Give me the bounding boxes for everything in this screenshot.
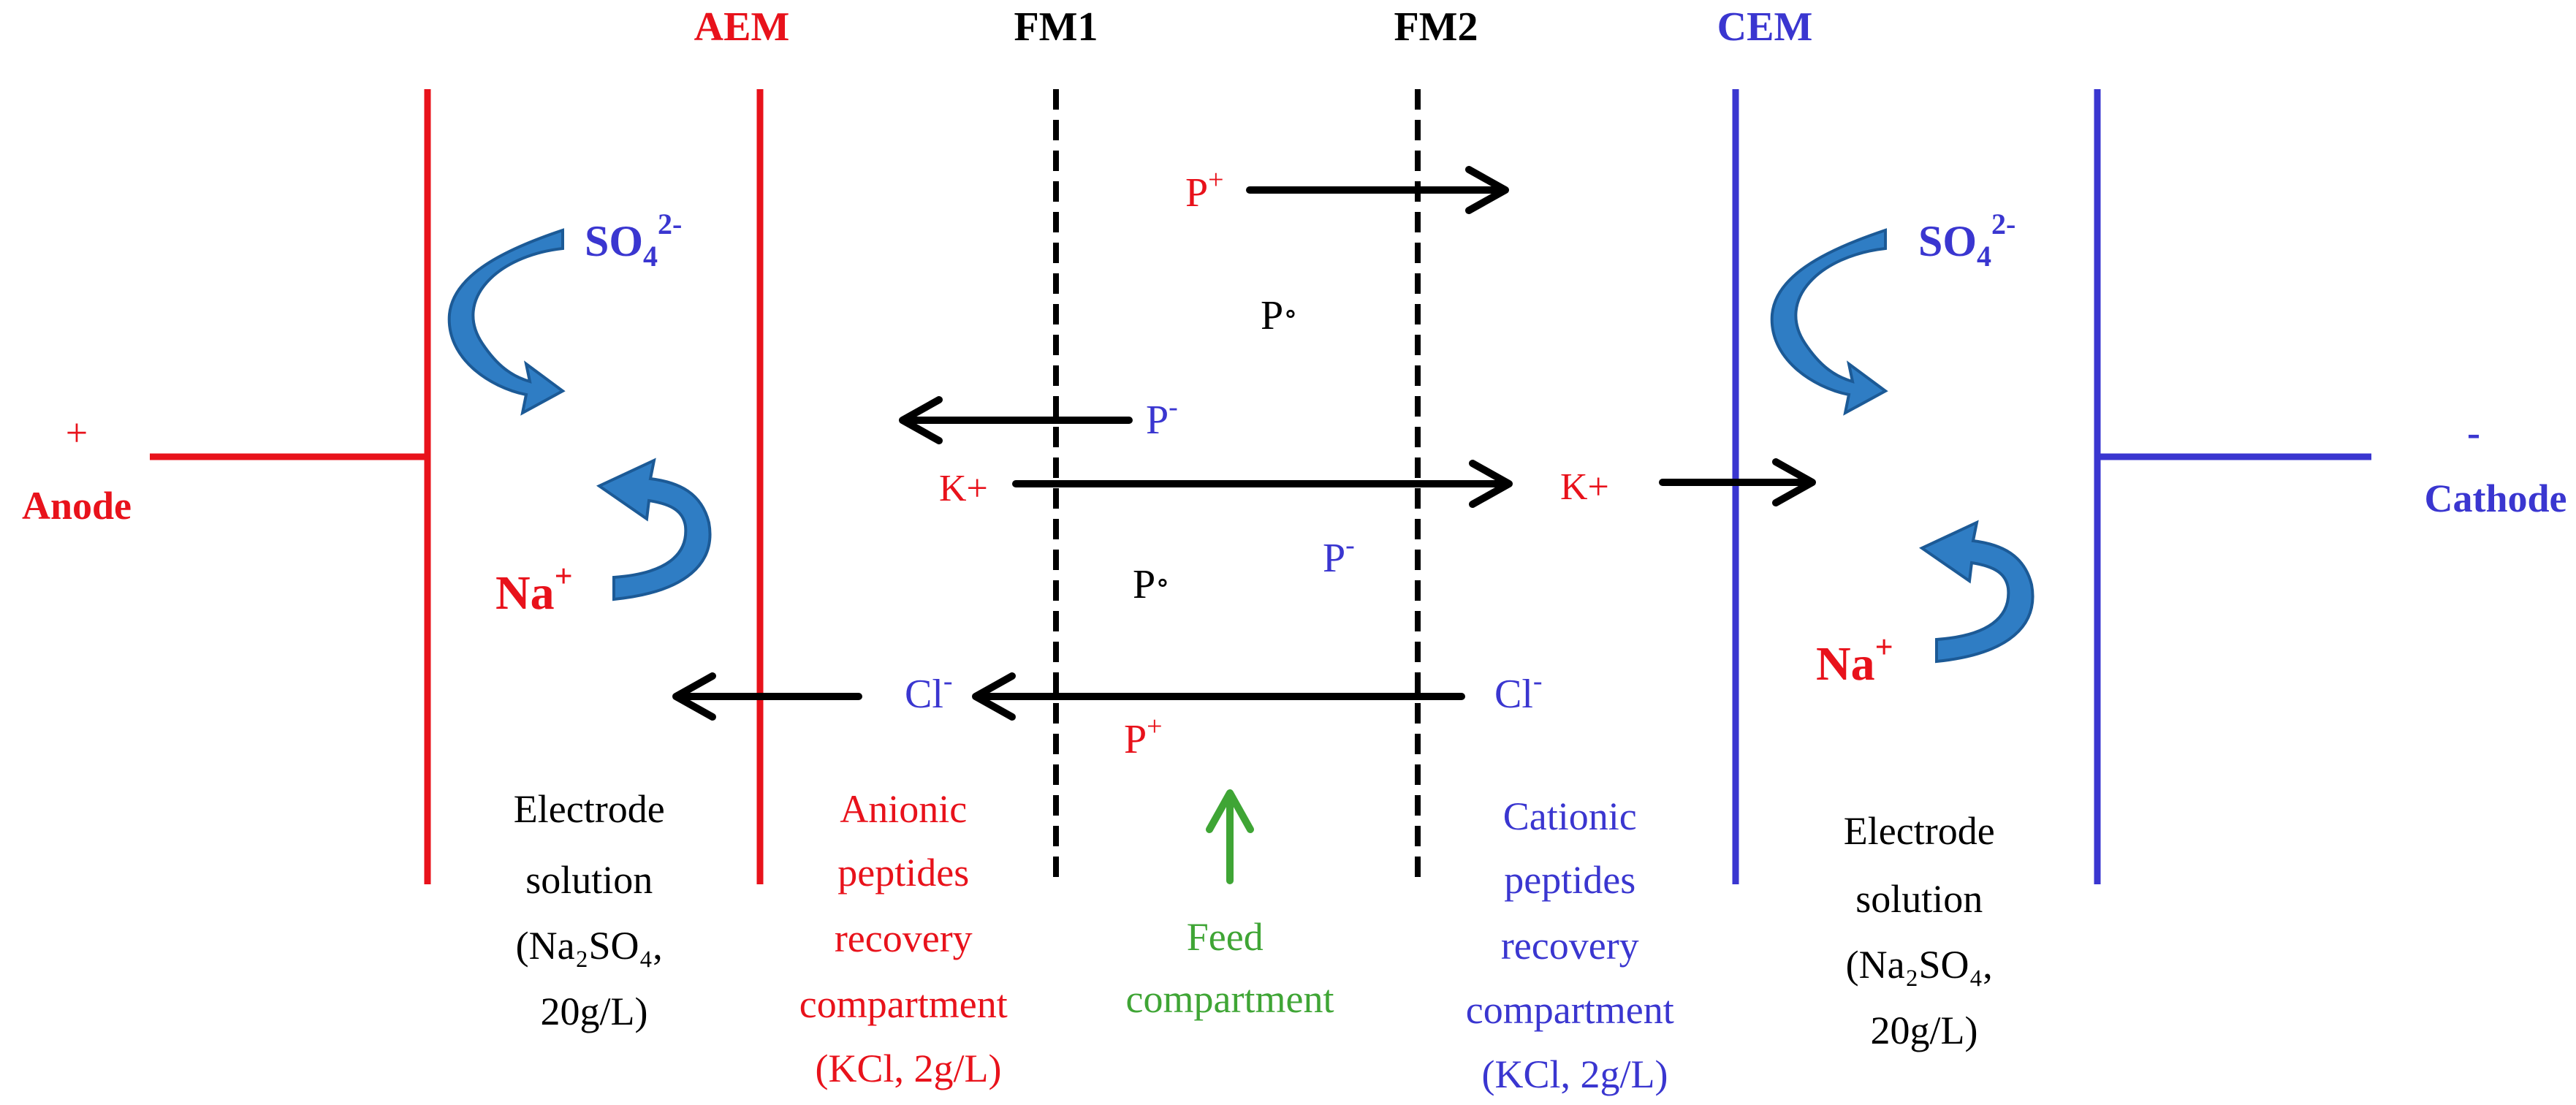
membrane-labels: AEM FM1 FM2 CEM (694, 4, 1813, 50)
p-neutral-mid: P∘ (1133, 562, 1170, 607)
anode-label: Anode (22, 484, 132, 528)
so4-right: SO42- (1918, 208, 2015, 273)
curved-arrow-icon (1918, 520, 2034, 664)
k-plus-right: K+ (1560, 466, 1609, 508)
feed-arrow (1206, 789, 1254, 884)
arrowhead-icon (1469, 460, 1513, 508)
na-right: Na+ (1816, 629, 1893, 691)
na-left: Na+ (495, 558, 573, 620)
anode-sign: + (66, 411, 88, 455)
arrowhead-icon (972, 672, 1016, 721)
p-plus-top: P+ (1185, 164, 1224, 216)
arrowhead-icon (672, 672, 716, 721)
membrane-lines (150, 89, 2371, 884)
electrode-right-caption: Electrode solution (Na₂SO₄, 20g/L) (1844, 809, 2005, 1052)
transport-arrows (672, 166, 1816, 721)
compartment-captions: Electrode solution (Na₂SO₄, 20g/L) Anion… (514, 787, 2005, 1096)
curved-arrows (447, 228, 2034, 664)
curved-arrow-icon (1770, 228, 1888, 416)
electrode-left-caption: Electrode solution (Na₂SO₄, 20g/L) (514, 787, 675, 1033)
arrowhead-icon (1772, 458, 1816, 506)
aem-label: AEM (694, 4, 790, 50)
cl-right: Cl- (1494, 666, 1543, 717)
arrowhead-icon (899, 396, 943, 444)
cem-label: CEM (1717, 4, 1813, 50)
k-plus-left: K+ (939, 468, 988, 509)
curved-arrow-icon (447, 228, 566, 416)
fm2-label: FM2 (1394, 4, 1478, 50)
p-neutral-top: P∘ (1261, 293, 1298, 338)
central-ions: P+ P∘ P- K+ K+ P∘ P- Cl- Cl- P+ (905, 164, 1609, 762)
p-minus-top: P- (1146, 392, 1178, 443)
electrode-labels: + Anode - Cathode (22, 411, 2567, 528)
curved-arrow-icon (596, 457, 712, 601)
p-minus-mid: P- (1323, 530, 1355, 581)
cationic-caption: Cationic peptides recovery compartment (… (1466, 794, 1684, 1096)
feed-caption: Feed compartment (1126, 915, 1334, 1021)
arrowhead-icon (1465, 166, 1509, 214)
electrode-ions: SO42- Na+ SO42- Na+ (495, 208, 2015, 691)
cathode-label: Cathode (2424, 476, 2566, 520)
cathode-sign: - (2467, 411, 2480, 455)
arrowhead-icon (1206, 789, 1254, 833)
p-plus-bottom: P+ (1124, 711, 1163, 762)
anionic-caption: Anionic peptides recovery compartment (K… (799, 787, 1017, 1090)
so4-left: SO42- (585, 208, 682, 273)
cl-left: Cl- (905, 666, 953, 717)
fm1-label: FM1 (1014, 4, 1098, 50)
